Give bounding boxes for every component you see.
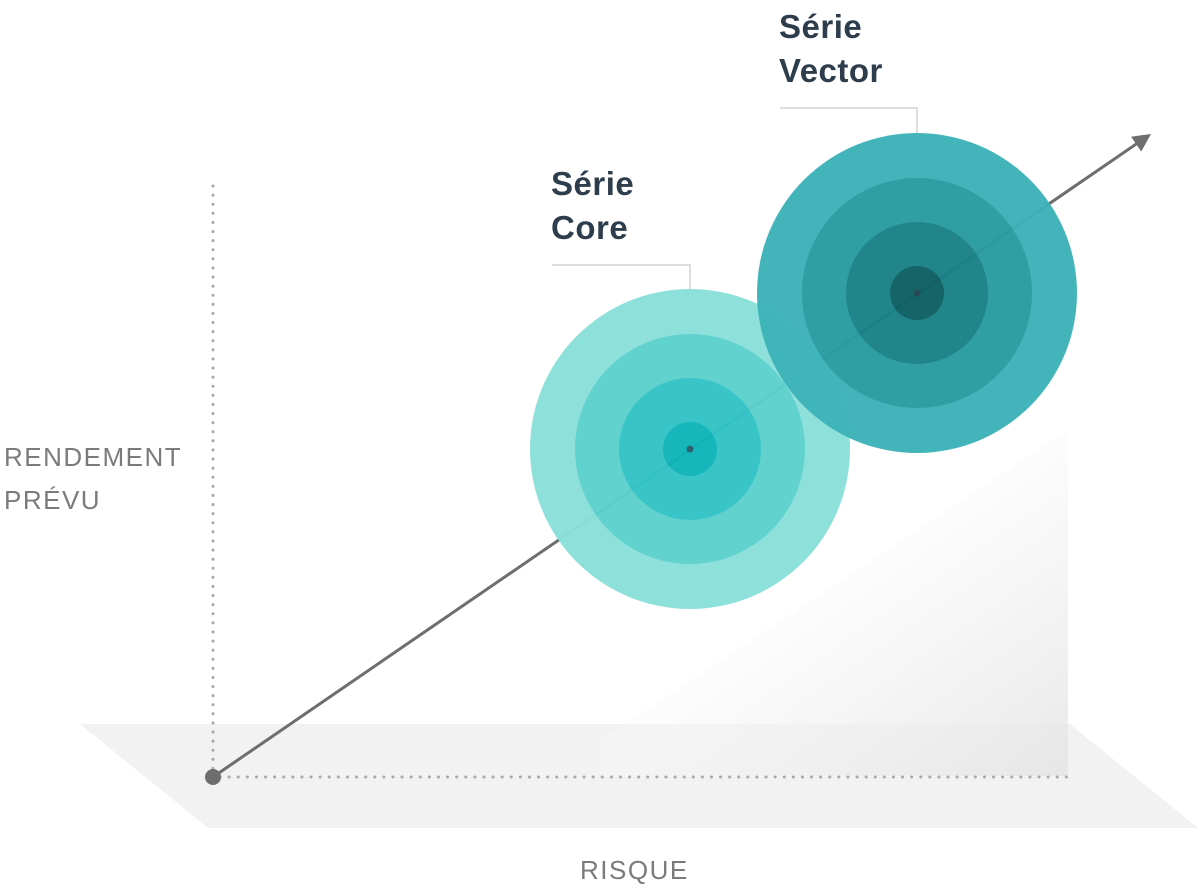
series-vector-circle (757, 133, 1077, 453)
vector-center-dot (913, 289, 921, 297)
core-center-dot (686, 445, 694, 453)
series-core-circle (530, 289, 850, 609)
vector-leader-line (780, 107, 918, 133)
core-leader-line (552, 264, 691, 289)
series-vector-label: Série Vector (779, 8, 883, 89)
origin-dot (205, 769, 221, 785)
wall-shadow (600, 430, 1068, 776)
series-core-label: Série Core (551, 165, 635, 246)
x-axis-label: RISQUE (580, 855, 689, 885)
y-axis-label: RENDEMENT PRÉVU (4, 442, 183, 515)
